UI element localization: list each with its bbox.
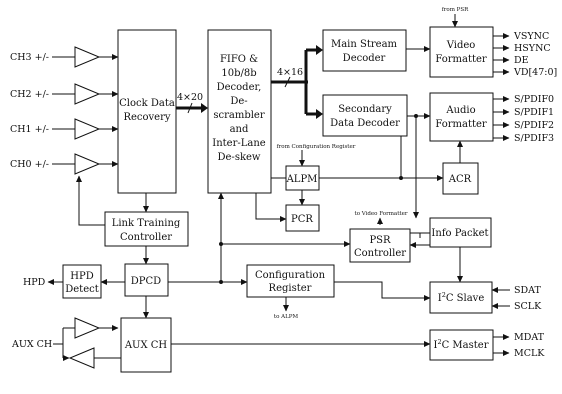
annotation-from-cfg: from Configuration Register [277,144,356,150]
fifo-label-2: 10b/8b [221,68,256,79]
configuration-register-block [246,264,335,298]
psr-controller-block [349,228,411,263]
psr-label-1: PSR [369,235,391,246]
fifo-label-8: De-skew [218,152,261,163]
input-aux-label: AUX CH [11,339,52,350]
buffer-ch2 [74,83,101,105]
link-training-controller-block [104,211,189,247]
video-out-de: DE [514,55,529,66]
fifo-label-4: De- [230,96,247,107]
audio-out-spdif3: S/PDIF3 [514,133,554,144]
audio-formatter-block [429,92,494,142]
aux-tx-buffer [68,347,95,369]
alpm-block [285,165,320,191]
bus-4x16-label: 4×16 [277,67,303,78]
fifo-label-6: and [230,124,249,135]
bus-4x20-label: 4×20 [177,92,203,103]
vf-label-2: Formatter [435,54,487,65]
info-packet-block [429,217,492,248]
i2c-master-mclk: MCLK [514,348,545,359]
psr-label-2: Controller [354,248,406,259]
input-ch2-label: CH2 +/- [10,89,49,100]
input-ch3-label: CH3 +/- [10,52,49,63]
aux-ch-block [120,317,172,373]
video-formatter-block [429,26,494,78]
buffer-ch0 [74,153,101,175]
cdr-label-1: Clock Data [119,98,175,109]
i2c-slave-sdat: SDAT [514,285,541,296]
annotation-to-vf: to Video Formatter [355,211,408,217]
i2c-master-block [429,329,494,361]
annotation-from-psr: from PSR [442,7,469,13]
pcr-label: PCR [291,214,313,225]
aux-rx-buffer [74,317,101,339]
aux-ch-block-label: AUX CH [124,340,168,351]
fifo-label-3: Decoder, [217,82,262,93]
hpd-detect-block [62,264,102,299]
i2c-slave-label: I2C Slave [438,291,485,304]
cdr-block [117,29,177,194]
sdd-label-2: Data Decoder [330,118,400,129]
acr-label: ACR [448,174,472,185]
ltc-label-2: Controller [120,232,172,243]
ltc-label-1: Link Training [112,218,181,229]
audio-out-spdif0: S/PDIF0 [514,94,554,105]
fifo-label-1: FIFO & [220,54,258,65]
input-ch0-label: CH0 +/- [10,159,49,170]
wires [47,14,510,361]
i2c-slave-block [429,281,493,314]
hpd-detect-label-2: Detect [65,284,99,295]
alpm-label: ALPM [286,174,318,185]
i2c-master-label: I2C Master [434,338,489,351]
input-ch1-label: CH1 +/- [10,124,49,135]
i2c-master-mdat: MDAT [514,332,545,343]
sdd-label-1: Secondary [338,104,392,115]
i2c-slave-sclk: SCLK [514,301,542,312]
msd-label-1: Main Stream [331,39,398,50]
af-label-2: Formatter [435,119,487,130]
audio-out-spdif2: S/PDIF2 [514,120,554,131]
video-out-vd: VD[47:0] [513,67,557,78]
secondary-data-decoder-block [322,94,408,137]
fifo-label-7: Inter-Lane [212,138,266,149]
blocks [62,26,494,373]
dpcd-block [124,263,169,297]
input-buffers [68,46,101,369]
af-label-1: Audio [445,105,475,116]
pcr-block [285,204,320,232]
hpd-detect-label-1: HPD [70,271,93,282]
fifo-label-5: scrambler [213,110,264,121]
buffer-ch3 [74,46,101,68]
video-out-vsync: VSYNC [513,31,549,42]
vf-label-1: Video [446,40,476,51]
annotation-to-alpm: to ALPM [274,314,299,320]
cdr-label-2: Recovery [123,112,170,123]
acr-block [442,162,479,195]
dpcd-label: DPCD [131,276,161,287]
video-out-hsync: HSYNC [514,43,551,54]
buffer-ch1 [74,118,101,140]
cfg-label-1: Configuration [255,270,326,281]
hpd-pin-label: HPD [23,277,46,288]
main-stream-decoder-block [322,29,407,72]
cfg-label-2: Register [269,283,312,294]
audio-out-spdif1: S/PDIF1 [514,107,554,118]
fifo-block [207,29,272,194]
info-packet-label: Info Packet [431,228,488,239]
msd-label-2: Decoder [343,53,386,64]
